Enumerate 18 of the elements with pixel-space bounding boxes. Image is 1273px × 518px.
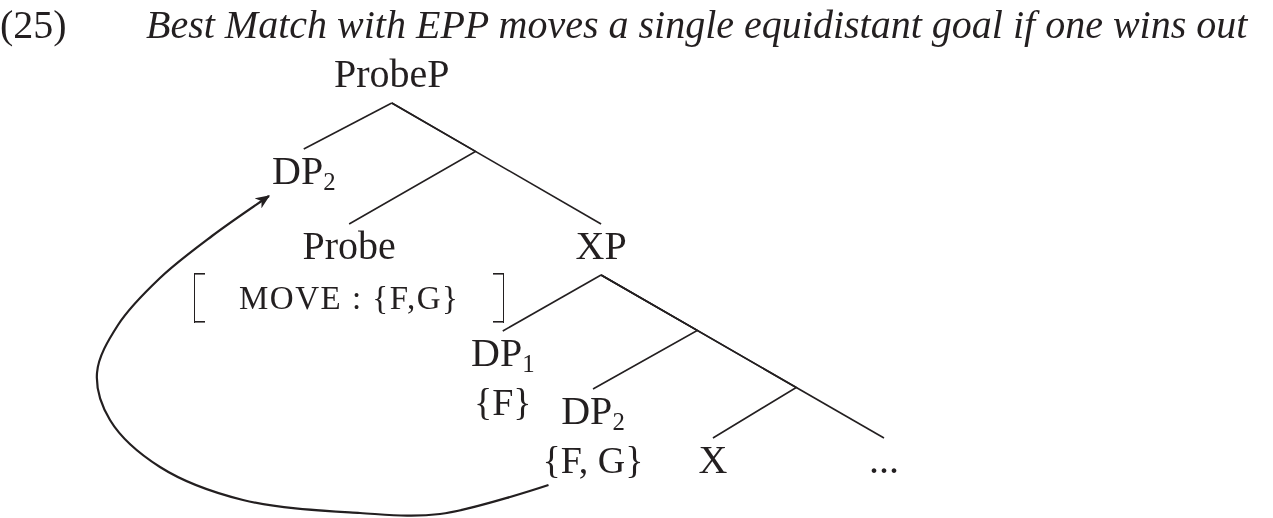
example-number: (25): [0, 5, 67, 45]
tree-branch: [600, 274, 885, 439]
node-label: X: [698, 440, 728, 480]
node-label: Probe: [302, 226, 396, 266]
node-label: ...: [869, 440, 899, 480]
tree-branch: [501, 274, 602, 332]
movement-arrow: [95, 195, 549, 517]
feature-matrix: MOVE : {F,G}: [194, 273, 505, 323]
node-label: DP$_{2}$: [561, 391, 625, 431]
node-label: ProbeP: [334, 54, 450, 102]
feature-set: {F}: [473, 383, 532, 421]
example-title: Best Match with EPP moves a single equidistant goal if one wins out: [146, 5, 1248, 45]
node-label: XP: [575, 226, 627, 274]
tree-branch: [391, 102, 602, 225]
node-label: DP$_{1}$: [471, 333, 535, 373]
tree-branch: [302, 102, 393, 150]
node-label: DP$_{2}$: [272, 151, 336, 191]
feature-set: {F, G}: [542, 441, 644, 479]
